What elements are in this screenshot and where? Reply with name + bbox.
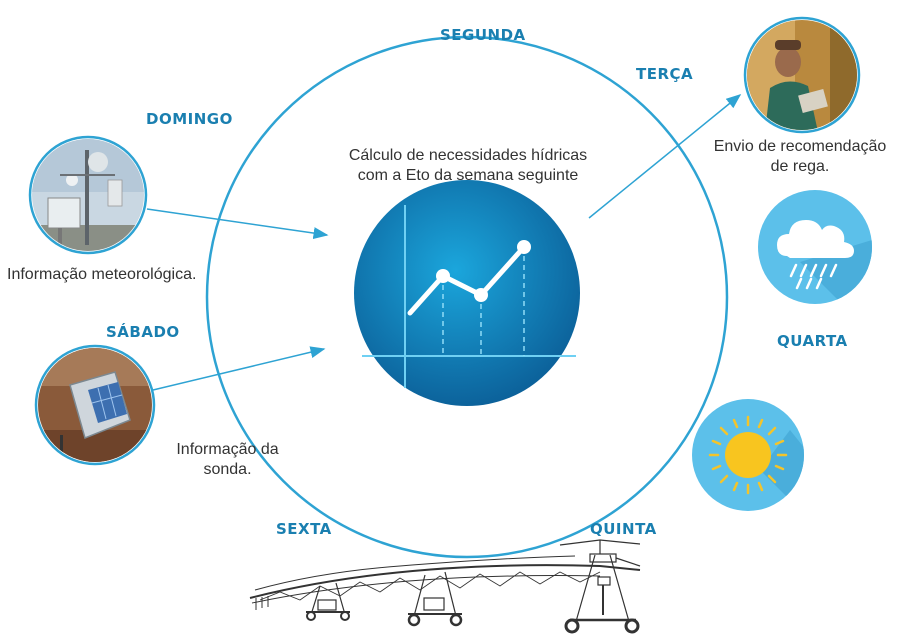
day-label-sabado: SÁBADO xyxy=(106,323,180,341)
arrow-probe-to-center xyxy=(152,346,326,391)
arrow-center-to-farmer xyxy=(588,94,742,219)
meteo-caption: Informação meteorológica. xyxy=(7,266,197,283)
day-label-quarta: QUARTA xyxy=(777,332,848,350)
farmer-photo xyxy=(743,16,861,134)
probe-caption: Informação da sonda. xyxy=(160,440,295,480)
center-caption-line2: com a Eto da semana seguinte xyxy=(357,167,579,184)
day-label-terca: TERÇA xyxy=(636,65,694,83)
recommendation-caption-line1: Envio de recomendação xyxy=(713,138,887,155)
center-caption: Cálculo de necessidades hídricas com a E… xyxy=(315,146,621,186)
day-label-segunda: SEGUNDA xyxy=(440,26,526,44)
recommendation-caption-line2: de rega. xyxy=(770,158,830,175)
day-label-domingo: DOMINGO xyxy=(146,110,233,128)
rain-cloud-icon xyxy=(758,190,872,304)
line-chart-icon xyxy=(354,180,580,406)
weekly-cycle-ring xyxy=(205,35,729,559)
weather-station-photo xyxy=(28,135,148,255)
recommendation-caption: Envio de recomendação de rega. xyxy=(700,137,900,177)
arrow-meteo-to-center xyxy=(146,208,329,240)
soil-probe-photo xyxy=(34,344,156,466)
day-label-quinta: QUINTA xyxy=(590,520,657,538)
center-caption-line1: Cálculo de necessidades hídricas xyxy=(348,147,588,164)
day-label-sexta: SEXTA xyxy=(276,520,332,538)
irrigation-pivot-illustration xyxy=(249,539,641,634)
probe-caption-line1: Informação da xyxy=(176,441,279,458)
sun-icon xyxy=(692,399,804,511)
probe-caption-line2: sonda. xyxy=(203,461,252,478)
